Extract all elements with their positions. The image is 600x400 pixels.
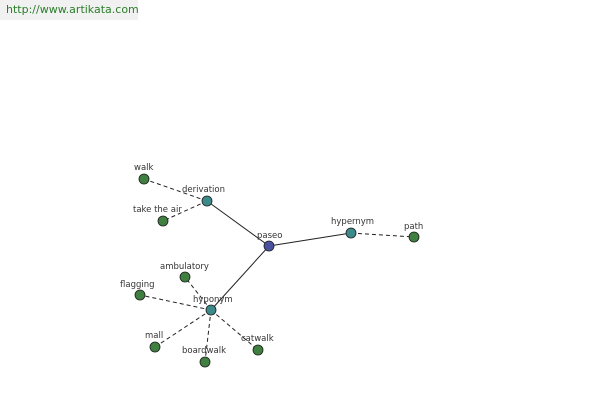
node-boardwalk[interactable]: boardwalk [182, 346, 226, 368]
edge-hypernym-path [350, 232, 415, 238]
node-label-paseo[interactable]: paseo [257, 231, 282, 241]
node-label-flagging[interactable]: flagging [120, 280, 155, 290]
node-dot-take-the-air[interactable] [157, 215, 169, 227]
edge-hyponym-mall [154, 309, 212, 348]
node-derivation[interactable]: derivation [182, 185, 225, 207]
url-banner[interactable]: http://www.artikata.com [0, 0, 139, 20]
node-hypernym[interactable]: hypernym [331, 217, 374, 239]
node-mall[interactable]: mall [145, 331, 163, 353]
node-paseo[interactable]: paseo [257, 231, 282, 252]
node-take-the-air[interactable]: take the air [133, 205, 182, 227]
node-dot-hyponym[interactable] [205, 304, 217, 316]
edge-hyponym-flagging [139, 294, 212, 311]
edges-layer [139, 178, 415, 363]
node-label-derivation[interactable]: derivation [182, 185, 225, 195]
node-label-ambulatory[interactable]: ambulatory [160, 262, 209, 272]
nodes-layer: paseo derivation hypernym hyponym walk take t… [120, 163, 423, 368]
node-dot-path[interactable] [408, 231, 420, 243]
node-path[interactable]: path [404, 222, 423, 243]
edge-derivation-take-the-air [162, 200, 208, 222]
node-dot-hypernym[interactable] [345, 227, 357, 239]
node-ambulatory[interactable]: ambulatory [160, 262, 209, 283]
node-dot-walk[interactable] [138, 173, 150, 185]
node-label-boardwalk[interactable]: boardwalk [182, 346, 226, 356]
node-label-take-the-air[interactable]: take the air [133, 205, 182, 215]
node-dot-catwalk[interactable] [252, 344, 264, 356]
node-label-hyponym[interactable]: hyponym [193, 295, 233, 305]
edge-paseo-hyponym [210, 245, 270, 311]
node-dot-boardwalk[interactable] [199, 356, 211, 368]
node-label-path[interactable]: path [404, 222, 423, 232]
node-walk[interactable]: walk [134, 163, 154, 185]
node-label-mall[interactable]: mall [145, 331, 163, 341]
node-hyponym[interactable]: hyponym [193, 295, 233, 316]
node-label-walk[interactable]: walk [134, 163, 154, 173]
node-dot-derivation[interactable] [201, 195, 213, 207]
node-label-catwalk[interactable]: catwalk [241, 334, 274, 344]
node-dot-flagging[interactable] [134, 289, 146, 301]
node-catwalk[interactable]: catwalk [241, 334, 274, 356]
node-dot-ambulatory[interactable] [179, 271, 191, 283]
edge-paseo-derivation [206, 200, 270, 247]
edge-hyponym-ambulatory [184, 276, 212, 311]
node-label-hypernym[interactable]: hypernym [331, 217, 374, 227]
edge-hyponym-boardwalk [204, 309, 212, 363]
edge-hyponym-catwalk [210, 309, 259, 351]
node-dot-mall[interactable] [149, 341, 161, 353]
node-flagging[interactable]: flagging [120, 280, 155, 301]
edge-paseo-hypernym [268, 232, 352, 247]
node-dot-paseo[interactable] [263, 240, 275, 252]
